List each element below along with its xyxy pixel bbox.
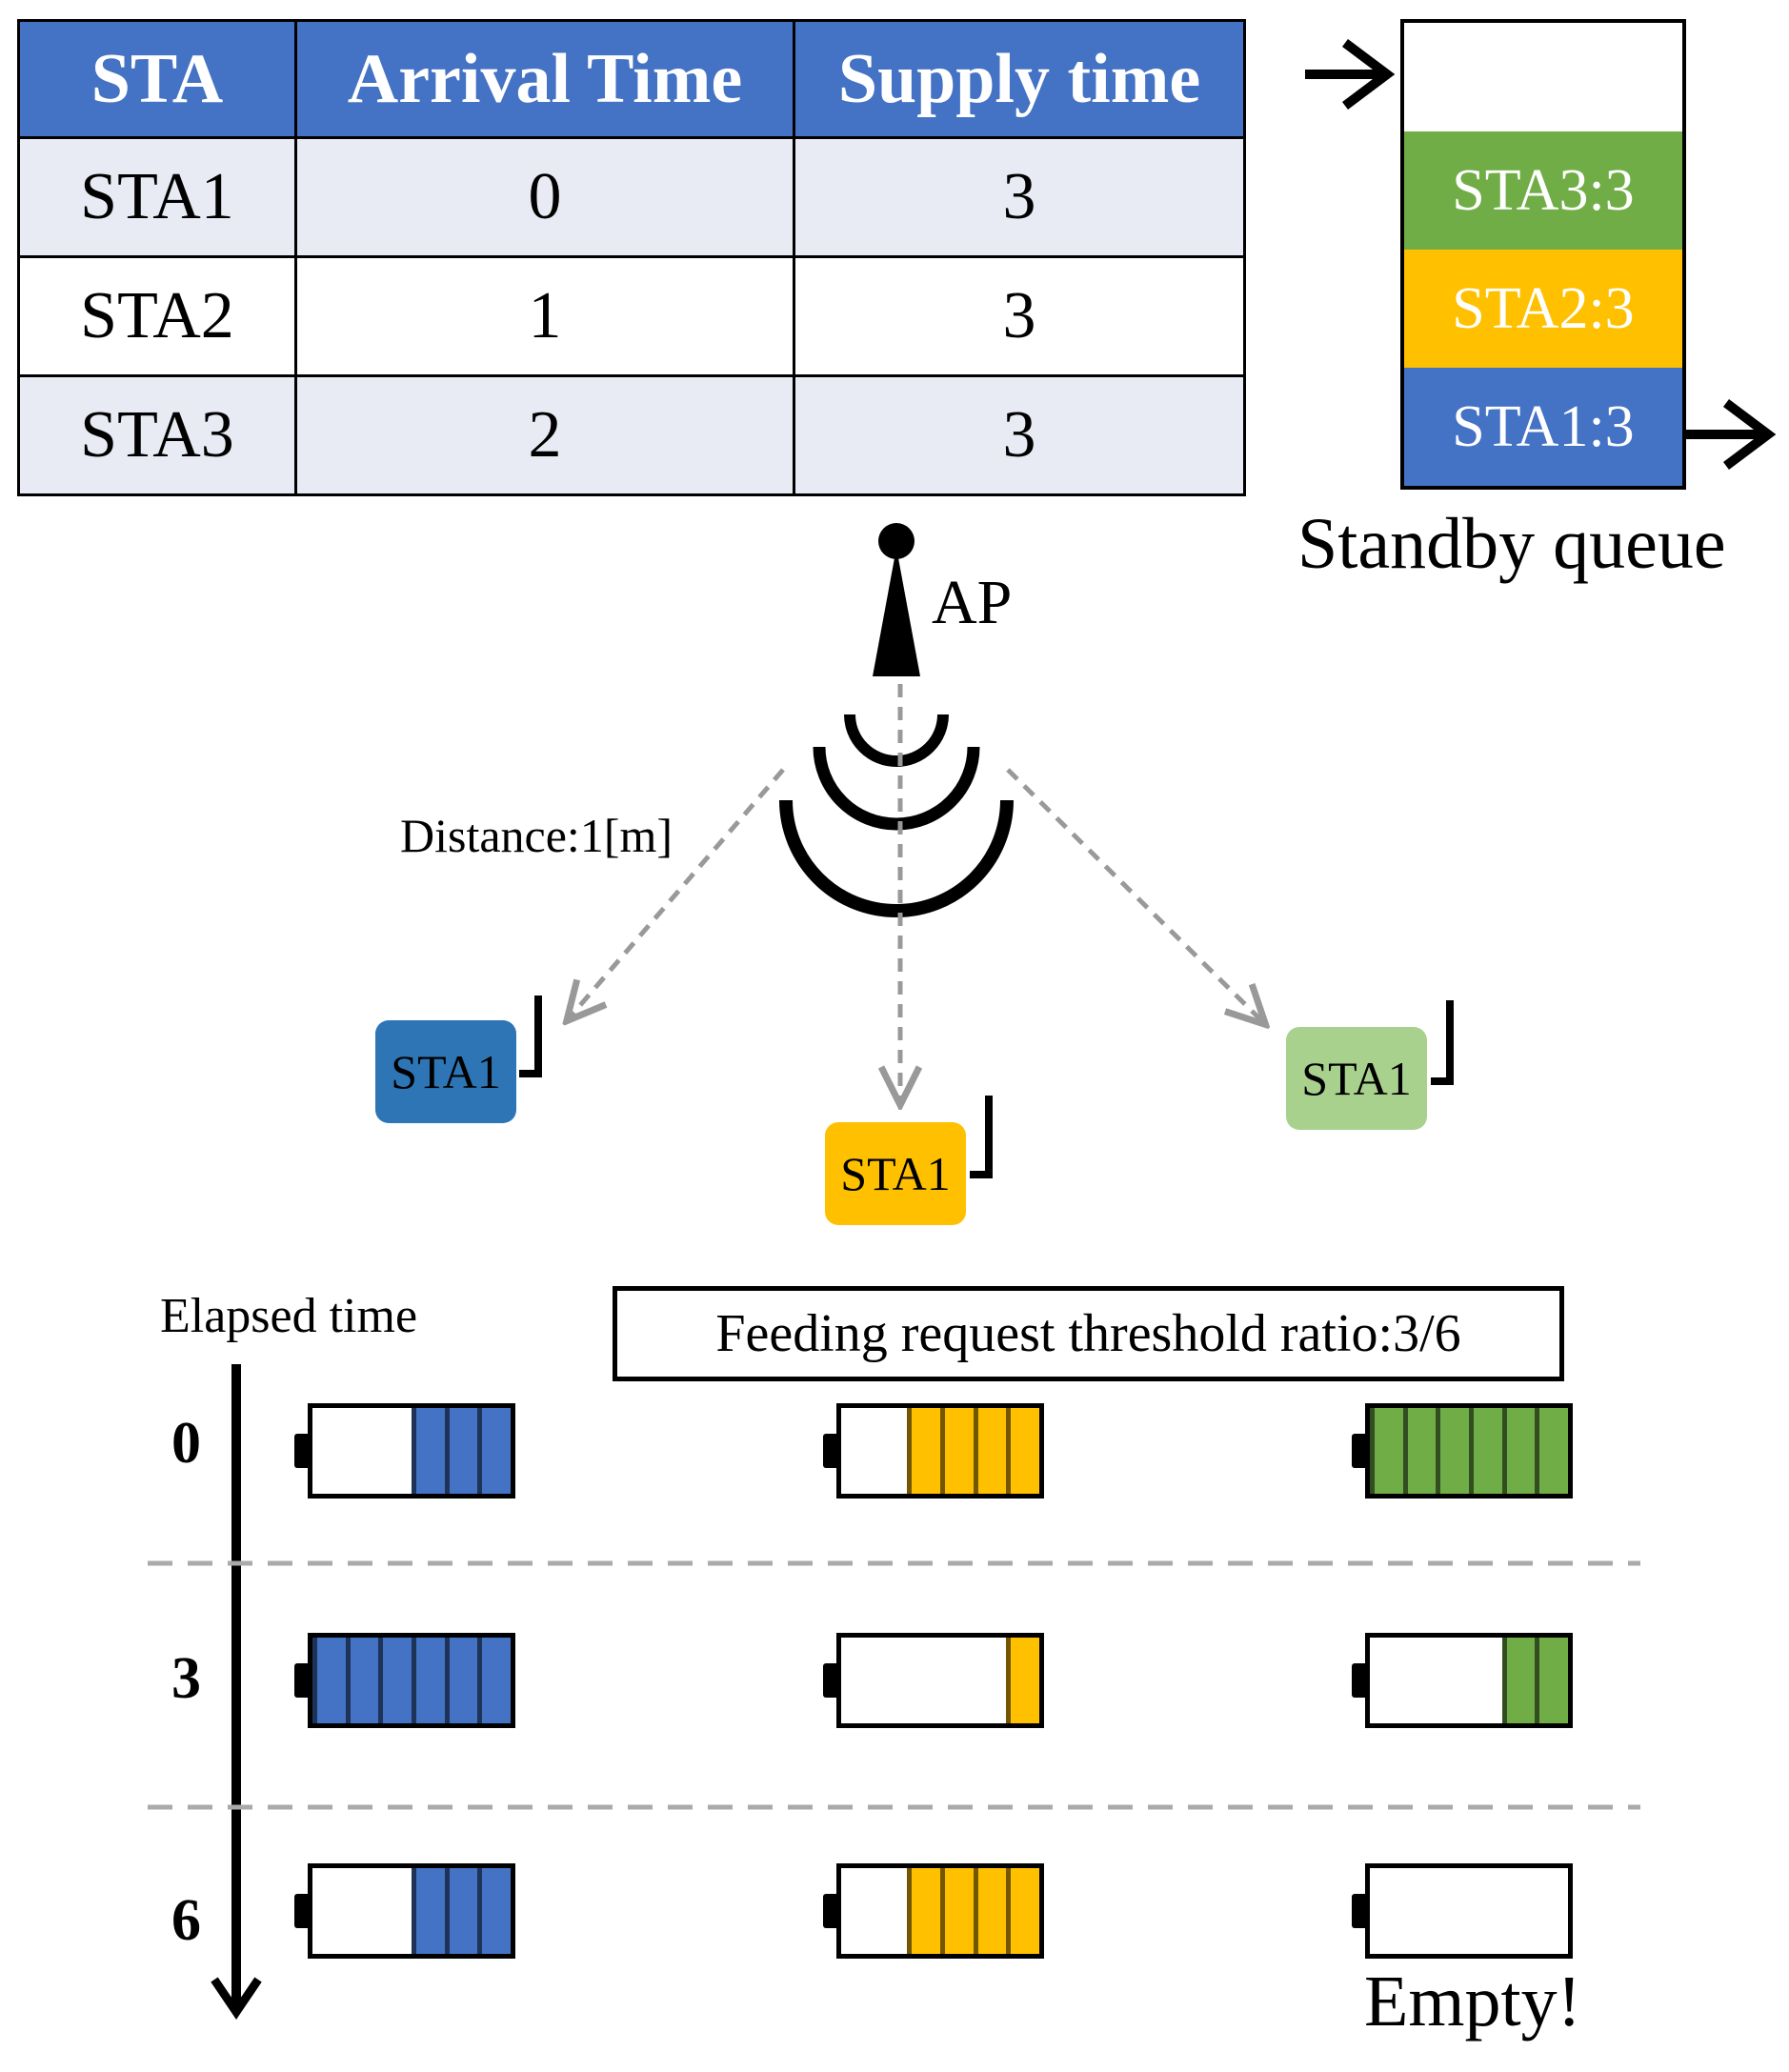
table-header-supply: Supply time [793,19,1246,139]
battery [823,1863,1044,1959]
table-cell: STA1 [17,136,297,258]
queue-empty-slot [1404,23,1682,131]
battery-segment [940,1868,974,1954]
threshold-box: Feeding request threshold ratio:3/6 [613,1286,1564,1381]
table-cell: 2 [294,374,795,496]
table-cell: 3 [793,255,1246,377]
battery-segment [1370,1408,1403,1494]
table-row: STA2 1 3 [17,255,1246,377]
battery-segment [907,1408,941,1494]
battery-segment [1535,1638,1568,1723]
table-header-sta: STA [17,19,297,139]
battery-segment [1436,1408,1470,1494]
table-row: STA1 0 3 [17,136,1246,258]
battery-segment [444,1638,478,1723]
table-cell: 3 [793,374,1246,496]
battery-segment [1006,1408,1039,1494]
battery-segment [444,1408,478,1494]
battery-segment [973,1408,1007,1494]
battery-segment [1402,1408,1437,1494]
queue-item-sta3: STA3:3 [1404,131,1682,250]
battery-segment [412,1408,445,1494]
time-tick-3: 3 [171,1646,201,1711]
battery-segment [444,1868,478,1954]
standby-queue: STA3:3 STA2:3 STA1:3 [1400,19,1686,490]
battery [823,1633,1044,1728]
sta-table: STA Arrival Time Supply time STA1 0 3 ST… [17,19,1246,496]
battery-segment [1006,1868,1039,1954]
battery [1352,1863,1573,1959]
table-cell: STA3 [17,374,297,496]
table-cell: 0 [294,136,795,258]
table-header-arrival: Arrival Time [294,19,795,139]
station-antennas [519,996,1454,1178]
battery-segment [412,1638,445,1723]
battery [823,1403,1044,1499]
battery-segment [1469,1408,1502,1494]
queue-item-sta1: STA1:3 [1404,368,1682,486]
queue-input-arrow-icon [1305,39,1396,110]
battery [1352,1633,1573,1728]
battery-segment [312,1638,346,1723]
battery-segment [378,1638,412,1723]
battery [294,1633,515,1728]
table-cell: 3 [793,136,1246,258]
row-separators [148,1560,1640,1810]
table-cell: 1 [294,255,795,377]
battery [294,1403,515,1499]
elapsed-time-label: Elapsed time [160,1289,418,1343]
antenna-icon [873,523,920,676]
battery-segment [477,1408,511,1494]
queue-output-arrow-icon [1682,399,1777,470]
battery-segment [1006,1638,1039,1723]
battery [294,1863,515,1959]
station-yellow: STA1 [825,1122,966,1225]
battery-segment [907,1868,941,1954]
battery-segment [973,1868,1007,1954]
standby-queue-label: Standby queue [1297,504,1726,584]
empty-label: Empty! [1364,1961,1581,2042]
battery-segment [345,1638,379,1723]
battery-segment [412,1868,445,1954]
distance-label: Distance:1[m] [400,809,673,862]
dashed-links [570,684,1262,1100]
table-cell: STA2 [17,255,297,377]
queue-item-sta2: STA2:3 [1404,250,1682,368]
battery-segment [1535,1408,1568,1494]
time-tick-6: 6 [171,1888,201,1953]
battery [1352,1403,1573,1499]
time-tick-0: 0 [171,1411,201,1476]
table-row: STA3 2 3 [17,374,1246,496]
timeline-arrow-icon [211,1364,262,2021]
battery-segment [1501,1408,1536,1494]
battery-segment [1501,1638,1536,1723]
signal-waves-icon [779,714,1014,917]
battery-segment [477,1868,511,1954]
battery-segment [477,1638,511,1723]
station-blue: STA1 [375,1020,516,1123]
table-header-row: STA Arrival Time Supply time [17,19,1246,139]
battery-segment [940,1408,974,1494]
station-green: STA1 [1286,1027,1427,1130]
ap-label: AP [932,568,1013,637]
